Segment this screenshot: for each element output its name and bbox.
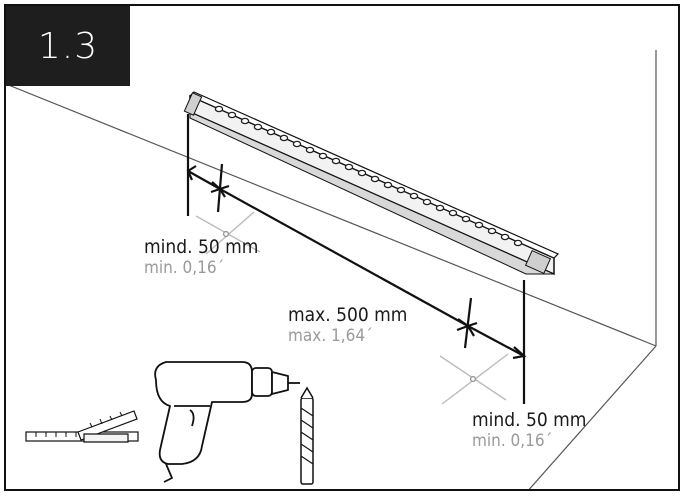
dimension-arrows xyxy=(186,165,527,360)
installation-diagram xyxy=(6,50,657,489)
folding-ruler-icon xyxy=(25,410,139,443)
right-min-inch: min. 0,16´ xyxy=(472,431,553,451)
dimension-label-left-min: mind. 50 mm min. 0,16´ xyxy=(144,236,258,278)
left-min-inch: min. 0,16´ xyxy=(144,258,225,278)
dimension-label-spacing-max: max. 500 mm max. 1,64´ xyxy=(288,304,407,346)
step-number-badge: 1.3 xyxy=(6,6,130,86)
left-min-mm: mind. 50 mm xyxy=(144,236,259,258)
led-light-bar-icon xyxy=(183,91,560,276)
instruction-panel: 1.3 mind. 50 mm min. 0,16´ max. 500 mm m… xyxy=(4,4,680,491)
drill-bit-icon xyxy=(300,386,314,485)
dimension-label-right-min: mind. 50 mm min. 0,16´ xyxy=(472,409,586,451)
room-perspective xyxy=(6,50,657,489)
spacing-max-mm: max. 500 mm xyxy=(288,304,408,326)
right-min-mm: mind. 50 mm xyxy=(472,409,587,431)
drill-mark-cross-icon xyxy=(195,211,509,405)
dimension-lines xyxy=(186,114,526,404)
power-drill-icon xyxy=(154,361,300,483)
spacing-max-inch: max. 1,64´ xyxy=(288,326,373,346)
